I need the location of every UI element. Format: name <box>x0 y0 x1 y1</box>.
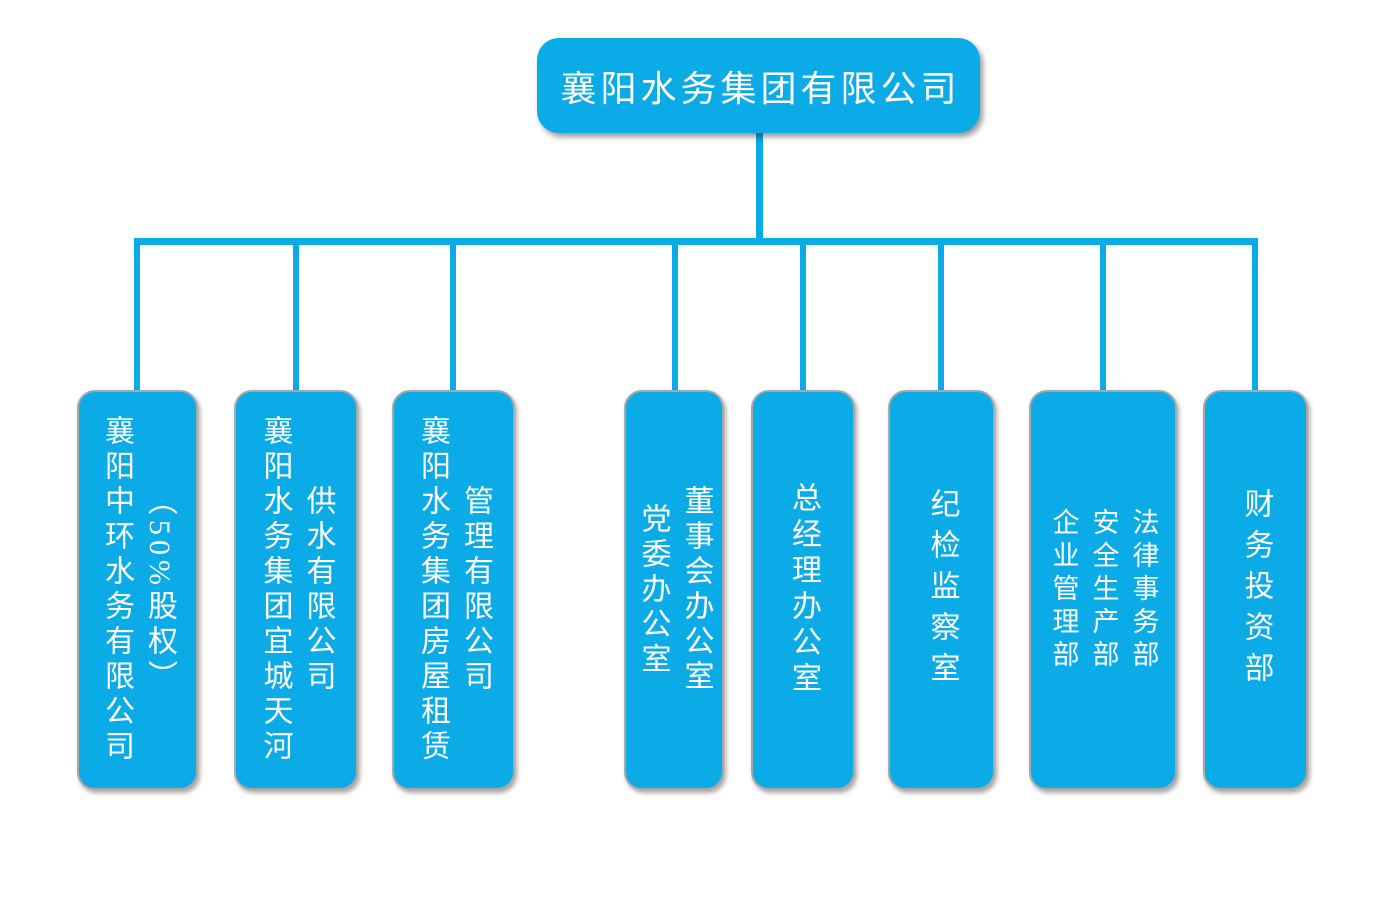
connector-drop-2 <box>293 245 299 392</box>
node-party-and-board-offices: 党委办公室 董事会办公室 <box>624 390 724 790</box>
node-discipline-inspection-room: 纪检监察室 <box>888 390 995 790</box>
node-management-safety-legal: 企业管理部 安全生产部 法律事务部 <box>1029 390 1177 790</box>
node-label-column: 供水有限公司 <box>301 485 335 695</box>
node-label-column: 企业管理部 <box>1048 507 1079 673</box>
node-label-column: 管理有限公司 <box>459 485 492 695</box>
node-label-column: 财务投资部 <box>1239 487 1273 693</box>
node-label-column: 法律事务部 <box>1128 507 1159 673</box>
node-label-column: 总经理办公室 <box>787 482 820 698</box>
connector-drop-4 <box>672 245 678 392</box>
node-label-column: 安全生产部 <box>1088 507 1119 673</box>
connector-horizontal-rail <box>134 238 1258 245</box>
connector-root-stem <box>756 133 763 245</box>
connector-drop-1 <box>134 245 140 392</box>
node-finance-investment-dept: 财务投资部 <box>1203 390 1308 790</box>
node-label-column: 襄阳中环水务有限公司 <box>100 415 133 765</box>
connector-drop-3 <box>450 245 456 392</box>
root-node-label: 襄阳水务集团有限公司 <box>560 68 961 109</box>
connector-drop-5 <box>800 245 806 392</box>
connector-drop-7 <box>1100 245 1106 392</box>
node-label-column: 襄阳水务集团宜城天河 <box>258 415 292 765</box>
node-general-manager-office: 总经理办公室 <box>751 390 855 790</box>
node-label-column: 纪检监察室 <box>925 487 959 693</box>
node-label-column: 董事会办公室 <box>679 485 713 695</box>
connector-drop-6 <box>938 245 944 392</box>
node-label-column: 党委办公室 <box>636 502 670 678</box>
node-yicheng-tianhe-water-supply: 襄阳水务集团宜城天河 供水有限公司 <box>234 390 358 790</box>
node-label-column: （50%股权） <box>143 485 176 695</box>
node-label-column: 襄阳水务集团房屋租赁 <box>416 415 449 765</box>
node-xiangyang-zhonghuan-water: 襄阳中环水务有限公司 （50%股权） <box>77 390 198 790</box>
root-node-xiangyang-water-group: 襄阳水务集团有限公司 <box>537 38 980 133</box>
connector-drop-8 <box>1252 245 1258 392</box>
node-housing-rental-management: 襄阳水务集团房屋租赁 管理有限公司 <box>392 390 515 790</box>
